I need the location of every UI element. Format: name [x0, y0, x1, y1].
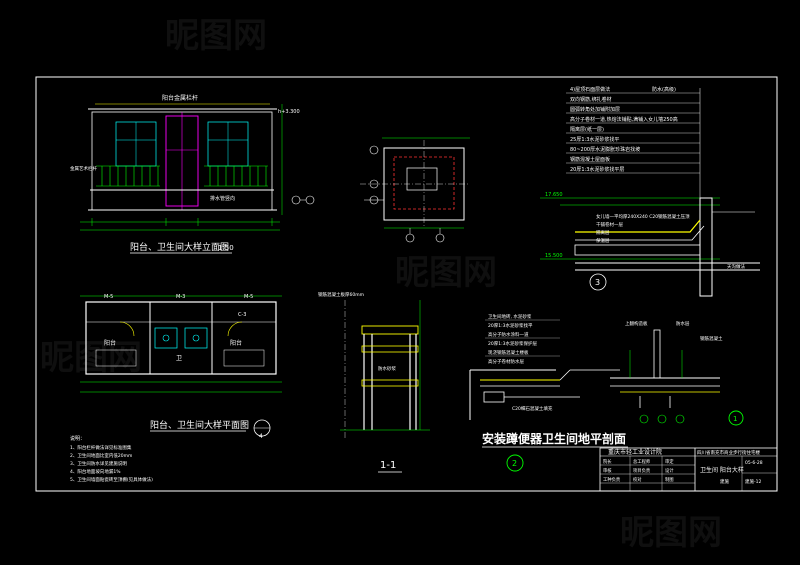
detail-layer: 干铺卷材一层 [596, 221, 623, 228]
floor-layer: 卫生间地砖, 水泥砂浆 [488, 313, 532, 320]
elev-window-label: 阳台金属栏杆 [162, 94, 198, 102]
plan-door-label: M-5 [104, 294, 113, 300]
sheet-code: 建施 [720, 478, 729, 485]
plan-door-label: M-5 [244, 294, 253, 300]
company-name: 重庆市轻工业设计院 [608, 448, 662, 456]
roof-detail: 17.650 15.500 女儿墙一平均厚240X240 C20钢筋混凝土压顶 … [540, 192, 760, 297]
note-line: 4、阳台地面坡向地漏1% [70, 468, 121, 475]
plan-title: 阳台、卫生间大样平面图 [150, 419, 249, 431]
detail-bubble-number: 3 [595, 278, 600, 287]
upturn-detail: 上翻构造板 防水层 钢筋混凝土 1 [610, 320, 744, 426]
roof-layer: 隔离层(纸一层) [570, 126, 604, 133]
upturn-label: 钢筋混凝土 [700, 335, 723, 342]
roof-layer: 钢筋混凝土屋面板 [570, 156, 610, 163]
elev-mark: 17.650 [545, 192, 563, 198]
plan-room-label: 卫 [176, 355, 182, 362]
detail-layer: 隔离层 [596, 229, 610, 236]
upturn-bubble-number: 1 [733, 415, 737, 423]
toilet-small-plan [291, 137, 470, 243]
elev-mark: 15.500 [545, 253, 563, 259]
note-line: 1、阳台栏杆做法详见标准图集 [70, 444, 132, 451]
title-block: 重庆市轻工业设计院 四川省南充市商业步行街住宅楼 卫生间 阳台大样 05-6-2… [599, 447, 778, 492]
upturn-label: 上翻构造板 [625, 320, 648, 327]
sheet-number: 建施-12 [745, 478, 761, 485]
tb-cell: 设计 [665, 467, 674, 474]
plan-room-label: 阳台 [104, 339, 116, 347]
tb-cell: 审核 [603, 467, 612, 474]
detail-tag: 天沟做法 [727, 263, 745, 270]
roof-layer: 4)屋顶石面层做法 [570, 86, 610, 93]
sheet-date: 05-6-28 [745, 460, 763, 466]
floor-layer: 高分子防水涂料一道 [488, 331, 529, 338]
plan-bubble-number: 4 [259, 433, 263, 440]
tb-cell: 制图 [665, 476, 674, 483]
roof-layer-notes: 4)屋顶石面层做法 双向钢筋,绑扎卷材 圆弧转角处加铺附加层 高分子卷材一道,热… [566, 86, 701, 200]
floor-bottom-label: C20细石混凝土填充 [512, 405, 553, 412]
elev-title: 阳台、卫生间大样立面图 [130, 241, 229, 253]
roof-layer: 双向钢筋,绑扎卷材 [570, 96, 612, 103]
elev-rail-label: 金属艺术栏杆 [70, 165, 97, 172]
upturn-bubble [728, 410, 744, 426]
floor-bubble [506, 454, 524, 472]
notes-title: 说明： [70, 435, 85, 442]
detail-bubble [589, 273, 607, 291]
roof-layer: 80~200厚水泥膨胀珍珠岩找坡 [570, 146, 640, 153]
drawing-frame [35, 76, 778, 492]
note-line: 3、卫生间防水详见建施说明 [70, 460, 127, 467]
tb-cell: 院长 [603, 458, 612, 465]
tb-cell: 审定 [665, 458, 674, 465]
section-label: 防水砂浆 [378, 365, 396, 372]
plan-door-label: M-3 [176, 294, 185, 300]
note-line: 2、卫生间地面比室内低20mm [70, 452, 132, 459]
roof-layer: 高分子卷材一道,热熔法铺贴,满铺入女儿墙250高 [570, 116, 678, 123]
floor-section: 卫生间地砖, 水泥砂浆 20厚1:3水泥砂浆找平 高分子防水涂料一道 20厚1:… [469, 313, 628, 472]
notes: 说明： 1、阳台栏杆做法详见标准图集 2、卫生间地面比室内低20mm 3、卫生间… [70, 435, 153, 483]
section-1-1: 钢筋混凝土板厚60mm 防水砂浆 1-1 [318, 291, 430, 473]
elev-scale: 1:50 [218, 244, 234, 252]
tb-cell: 工种负责 [603, 476, 621, 483]
project-name: 四川省南充市商业步行街住宅楼 [697, 449, 760, 456]
roof-tag: 防水(高级) [652, 86, 676, 93]
floor-layer: 高分子卷材防水层 [488, 358, 524, 365]
tb-cell: 总工程师 [633, 458, 651, 465]
floor-bubble-number: 2 [512, 459, 517, 468]
section-label: 钢筋混凝土板厚60mm [318, 291, 364, 298]
sheet-title: 卫生间 阳台大样 [700, 466, 744, 474]
upturn-label: 防水层 [676, 320, 690, 327]
floor-layer: 20厚1:3水泥砂浆保护层 [488, 340, 537, 347]
floor-layer: 20厚1:3水泥砂浆找平 [488, 322, 533, 329]
note-line: 5、卫生间墙面贴瓷砖至顶棚(见具体做法) [70, 476, 153, 483]
elev-level-label: h+3.300 [278, 109, 300, 115]
detail-layer: 女儿墙一平均厚240X240 C20钢筋混凝土压顶 [596, 213, 690, 220]
railing-right [204, 165, 268, 187]
elev-drain-label: 排水管竖向 [210, 195, 235, 202]
roof-layer: 25厚1:3水泥砂浆找平 [570, 136, 619, 143]
detail-layer: 保温层 [596, 237, 610, 244]
balcony-plan: M-5 M-3 M-5 C-3 阳台 卫 阳台 阳台、卫生间大样平面图 4 [80, 294, 282, 440]
tb-cell: 项目负责 [633, 467, 651, 474]
plan-room-label: 阳台 [230, 339, 242, 347]
floor-layer: 现浇钢筋混凝土楼板 [488, 349, 529, 356]
balcony-elevation: 阳台金属栏杆 h+3.300 金属艺术栏杆 排水管竖向 阳台、卫生间大样立面图 … [70, 94, 300, 254]
section-title: 1-1 [380, 460, 396, 471]
roof-layer: 20厚1:3水泥砂浆找平层 [570, 166, 624, 173]
tb-cell: 校对 [633, 476, 642, 483]
railing-left [96, 165, 160, 187]
floor-section-title: 安装蹲便器卫生间地平剖面 [482, 431, 626, 446]
roof-layer: 圆弧转角处加铺附加层 [570, 106, 620, 113]
plan-window-label: C-3 [238, 312, 246, 318]
